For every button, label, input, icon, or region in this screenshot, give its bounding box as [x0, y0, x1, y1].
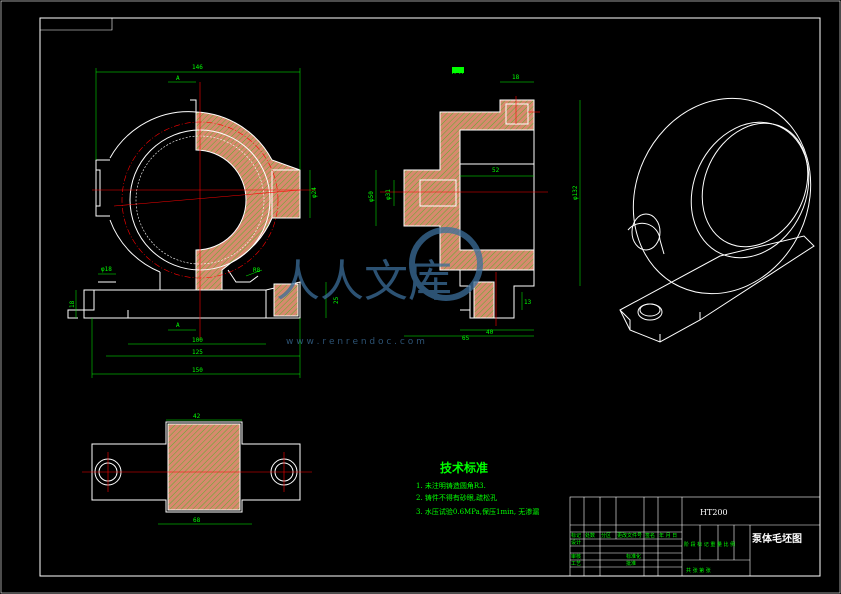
dim-146: 146 [192, 64, 203, 71]
bottom-centerlines [82, 452, 312, 492]
watermark-url: w w w . r e n r e n d o c . c o m [286, 337, 425, 347]
dim-125: 125 [192, 349, 203, 356]
front-centerlines [92, 82, 316, 340]
dim-150: 150 [192, 367, 203, 374]
dim-s18: 18 [512, 74, 520, 81]
dim-b68: 68 [193, 517, 201, 524]
row-label-4: 签名 [645, 532, 655, 539]
note-2: 2. 铸件不得有砂眼,疏松孔 [416, 493, 497, 502]
front-dimension-lines [75, 68, 327, 378]
dim-phi24: φ24 [311, 187, 318, 198]
isometric-view [619, 97, 815, 343]
row-label-0: 标记 [571, 532, 581, 539]
row-label-3: 更改文件号 [617, 532, 642, 539]
scale-row: 阶 段 标 记 重 量 比 例 [684, 541, 735, 548]
section-dimension-lines [375, 81, 581, 337]
dim-phi31: φ31 [385, 189, 392, 200]
left-label-4: 批准 [626, 560, 636, 567]
dim-s40: 40 [486, 329, 494, 336]
sheet-count: 共 张 第 张 [686, 567, 711, 574]
row-label-5: 年 月 日 [659, 532, 677, 539]
bottom-view [91, 421, 301, 513]
left-label-0: 设计 [571, 539, 581, 546]
dim-phi18: φ18 [101, 266, 112, 273]
dim-s65: 65 [462, 335, 470, 342]
material-label: HT200 [700, 508, 728, 517]
dim-100: 100 [192, 337, 203, 344]
row-label-2: 分区 [601, 532, 611, 539]
watermark: 人人文库 w w w . r e n r e n d o c . c o m [276, 227, 483, 347]
drawing-frame [39, 17, 821, 577]
dim-s52: 52 [492, 167, 500, 174]
code-box [39, 17, 113, 31]
section-view [403, 99, 535, 319]
front-view [67, 99, 301, 319]
left-label-1: 审核 [571, 553, 581, 560]
dim-phi132: φ132 [572, 185, 579, 200]
section-title-marker [452, 67, 464, 73]
note-1: 1. 未注明铸造圆角R3. [416, 481, 486, 490]
note-3: 3. 水压试验0.6MPa,保压1min, 无渗漏 [416, 507, 539, 516]
title-row-labels: 标记 处数 分区 更改文件号 签名 年 月 日 [571, 532, 677, 539]
row-label-1: 处数 [585, 532, 595, 539]
left-label-2: 工艺 [571, 561, 581, 567]
watermark-text: 人人文库 [276, 256, 452, 307]
title-block [569, 496, 821, 577]
section-mark-a-bottom: A [176, 322, 180, 329]
dim-25: 25 [333, 296, 340, 304]
dim-r8: R8 [253, 267, 261, 274]
bottom-dimension-lines [158, 419, 252, 525]
dim-18: 18 [69, 300, 76, 308]
section-mark-a-top: A [176, 75, 180, 82]
dim-b42: 42 [193, 413, 201, 420]
dim-s13: 13 [524, 299, 532, 306]
notes-heading: 技术标准 [440, 460, 488, 475]
title-left-labels: 设计 审核 工艺 标准化 批准 [571, 539, 641, 567]
drawing-name: 泵体毛坯图 [752, 532, 802, 545]
section-centerlines [380, 96, 548, 326]
left-label-3: 标准化 [626, 553, 641, 560]
dim-phi50: φ50 [368, 191, 375, 202]
